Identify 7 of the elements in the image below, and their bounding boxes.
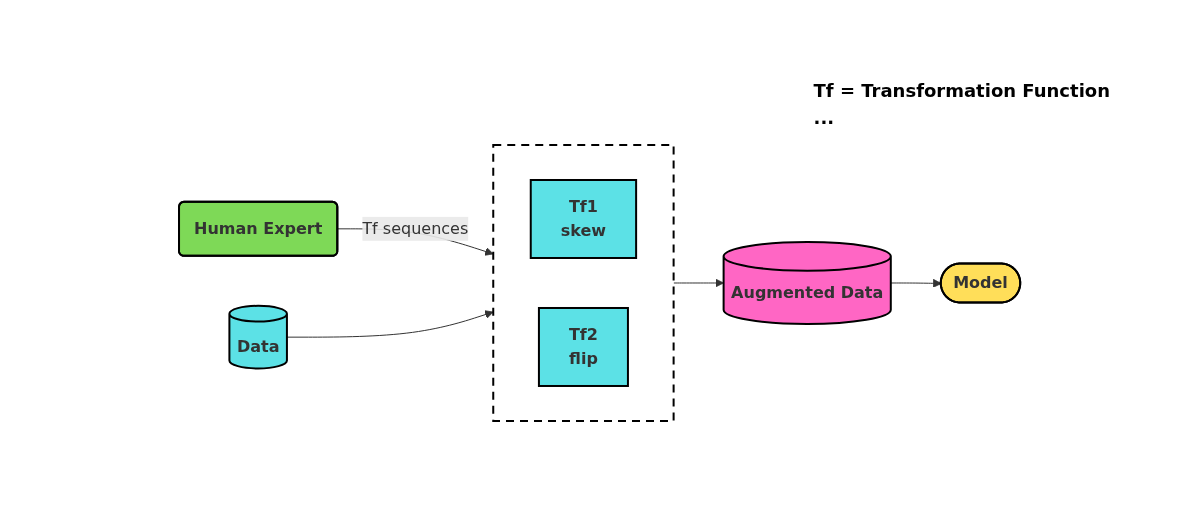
note-text: ... xyxy=(813,107,836,128)
node-box: Tf1 skew xyxy=(530,178,638,259)
arrow xyxy=(673,278,725,287)
note-text: Tf = Transformation Function xyxy=(813,80,1110,101)
edge-label: Tf sequences xyxy=(362,218,469,238)
node-box: Tf2 flip xyxy=(538,306,630,387)
cluster xyxy=(492,143,675,422)
